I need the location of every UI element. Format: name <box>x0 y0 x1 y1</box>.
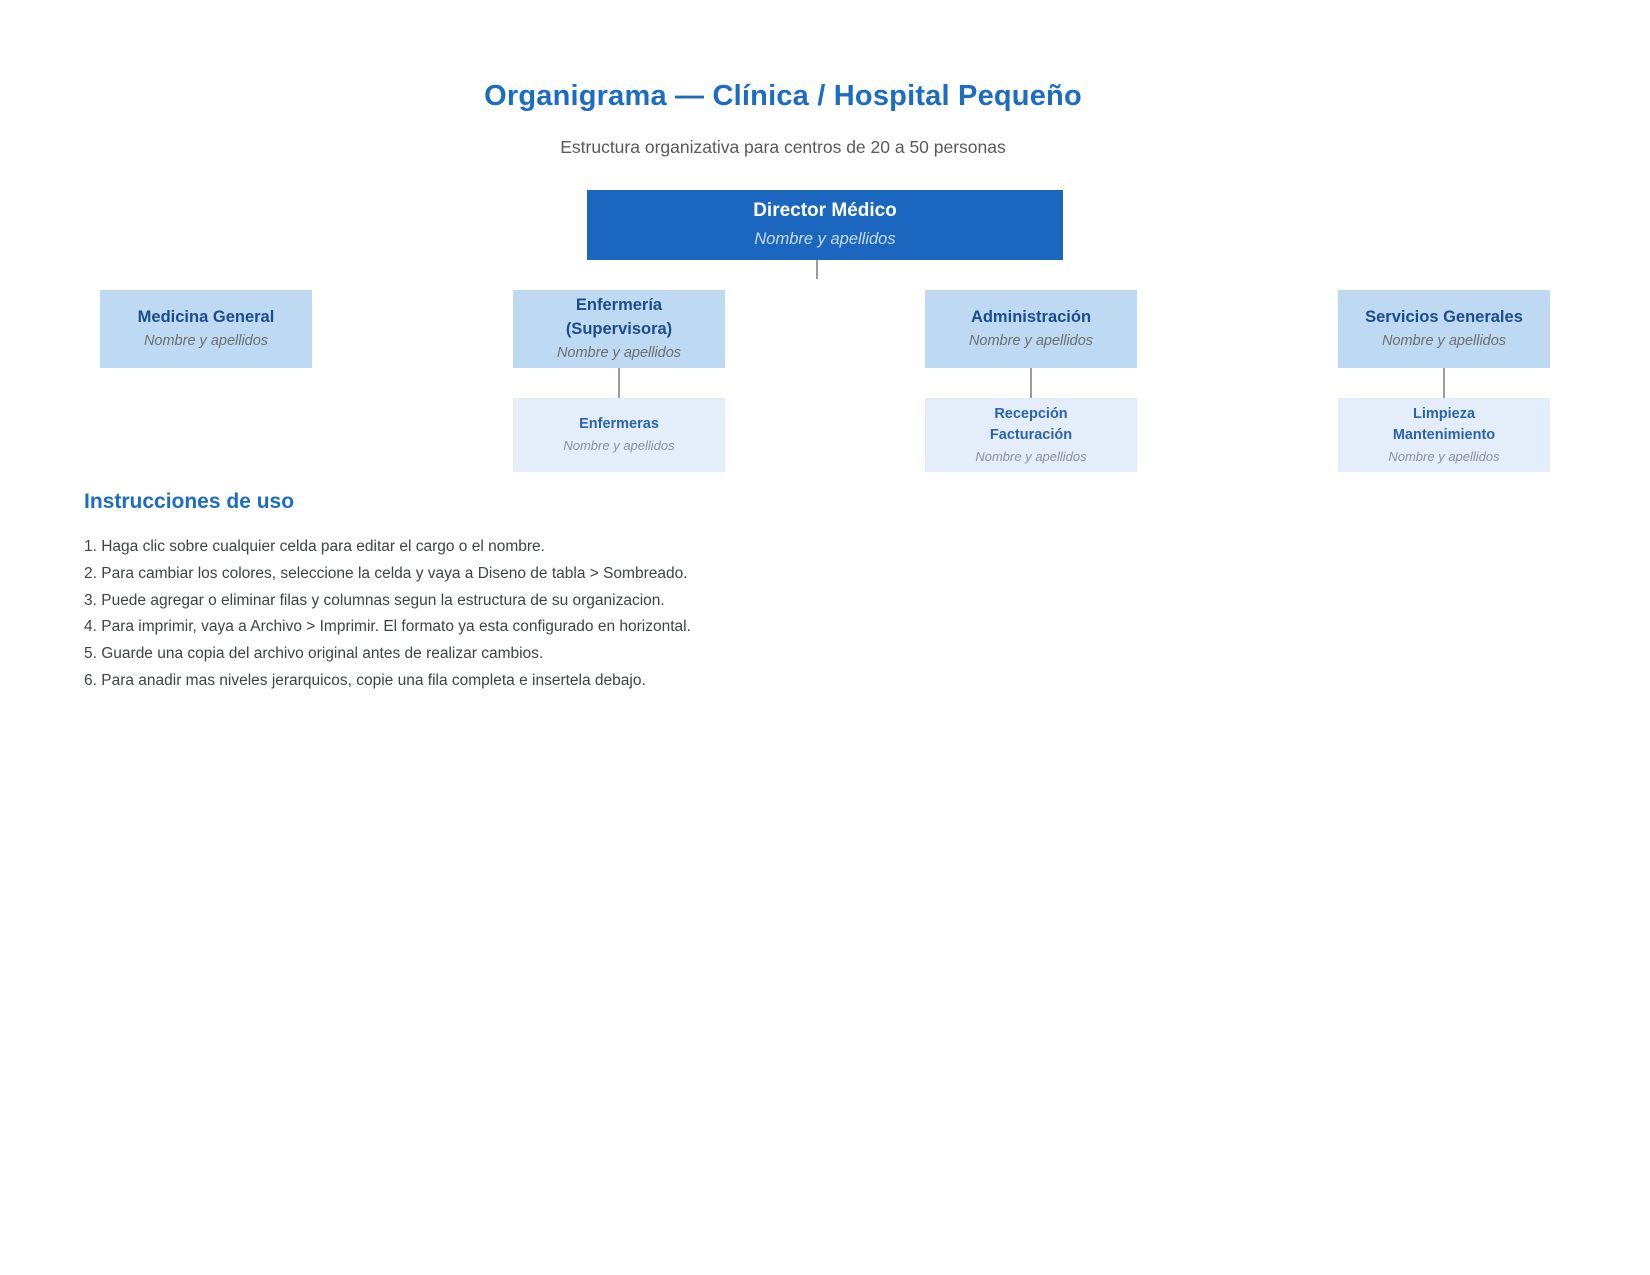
org-box-title-line2: Mantenimiento <box>1392 426 1496 443</box>
connector-line-enfermeria <box>618 368 620 398</box>
org-box-name-placeholder: Nombre y apellidos <box>975 448 1087 464</box>
org-box-title: Limpieza <box>1412 405 1476 422</box>
document-header: Organigrama — Clínica / Hospital Pequeño… <box>0 0 1566 158</box>
connector-line-administracion <box>1030 368 1032 398</box>
instruction-item-6: 6. Para anadir mas niveles jerarquicos, … <box>84 671 646 689</box>
org-box-enfermeria-supervisora[interactable]: Enfermería (Supervisora) Nombre y apelli… <box>513 290 725 368</box>
instructions-section: Instrucciones de uso 1. Haga clic sobre … <box>84 490 1184 695</box>
instruction-item-5: 5. Guarde una copia del archivo original… <box>84 645 544 663</box>
page-subtitle: Estructura organizativa para centros de … <box>560 137 1006 157</box>
instruction-item-4: 4. Para imprimir, vaya a Archivo > Impri… <box>84 618 691 636</box>
org-box-enfermeras[interactable]: Enfermeras Nombre y apellidos <box>513 398 725 472</box>
org-box-title: Servicios Generales <box>1365 308 1523 326</box>
instructions-heading: Instrucciones de uso <box>84 490 295 513</box>
org-box-name-placeholder: Nombre y apellidos <box>556 345 682 361</box>
org-box-title: Administración <box>970 308 1092 326</box>
org-box-medicina-general[interactable]: Medicina General Nombre y apellidos <box>100 290 312 368</box>
org-box-director-medico[interactable]: Director Médico Nombre y apellidos <box>587 190 1063 260</box>
page-title: Organigrama — Clínica / Hospital Pequeño <box>484 80 1082 112</box>
instruction-item-1: 1. Haga clic sobre cualquier celda para … <box>84 538 545 555</box>
org-box-administracion[interactable]: Administración Nombre y apellidos <box>925 290 1137 368</box>
org-box-limpieza-mantenimiento[interactable]: Limpieza Mantenimiento Nombre y apellido… <box>1338 398 1550 472</box>
org-box-title: Medicina General <box>137 308 275 326</box>
org-box-name-placeholder: Nombre y apellidos <box>1381 333 1507 349</box>
org-box-name-placeholder: Nombre y apellidos <box>968 333 1094 349</box>
org-box-title: Enfermeras <box>579 416 659 432</box>
org-box-servicios-generales[interactable]: Servicios Generales Nombre y apellidos <box>1338 290 1550 368</box>
org-box-recepcion-facturacion[interactable]: Recepción Facturación Nombre y apellidos <box>925 398 1137 472</box>
org-box-title: Recepción <box>994 405 1068 422</box>
connector-line-root <box>816 260 818 279</box>
org-chart: Director Médico Nombre y apellidos Medic… <box>0 0 1650 480</box>
org-box-name-placeholder: Nombre y apellidos <box>754 230 896 248</box>
instruction-item-2: 2. Para cambiar los colores, seleccione … <box>84 564 688 582</box>
instruction-item-3: 3. Puede agregar o eliminar filas y colu… <box>84 591 665 609</box>
connector-line-servicios <box>1443 368 1445 398</box>
org-box-name-placeholder: Nombre y apellidos <box>563 438 675 453</box>
org-box-title: Director Médico <box>753 200 897 221</box>
org-box-name-placeholder: Nombre y apellidos <box>143 333 269 349</box>
org-box-title: Enfermería <box>575 296 663 314</box>
org-box-name-placeholder: Nombre y apellidos <box>1388 448 1500 464</box>
org-box-title-line2: Facturación <box>989 426 1073 443</box>
org-box-title-line2: (Supervisora) <box>565 320 673 338</box>
